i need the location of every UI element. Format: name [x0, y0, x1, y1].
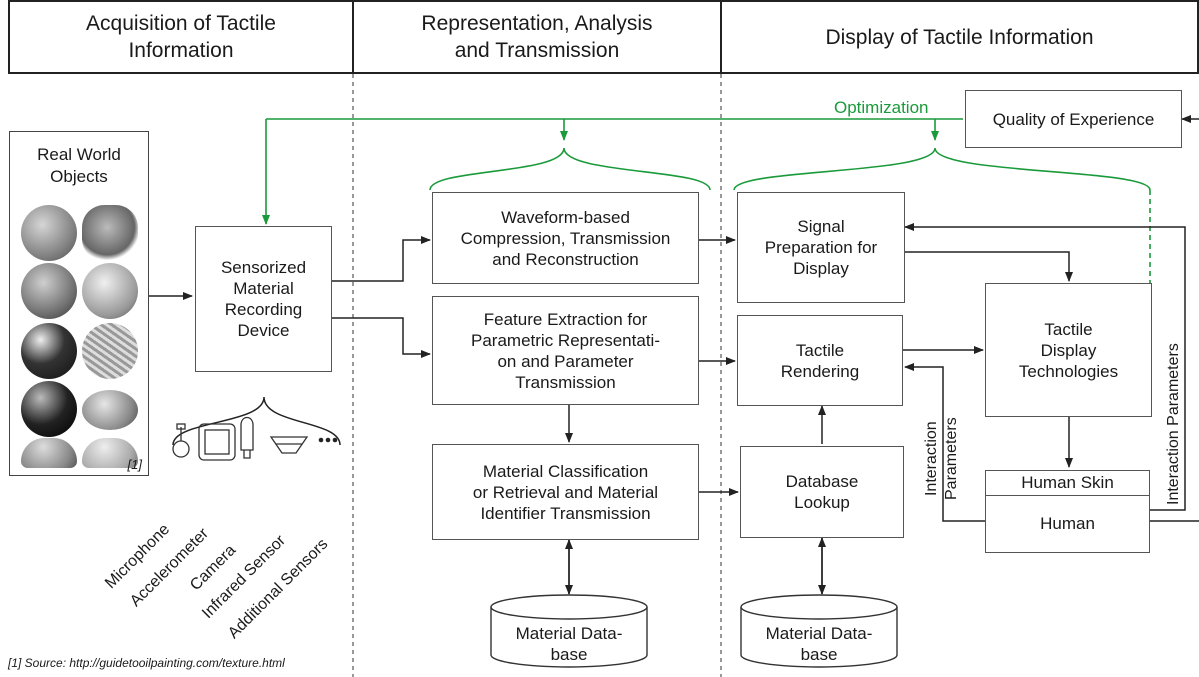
header-display: Display of Tactile Information	[720, 0, 1199, 74]
signal-preparation-box: Signal Preparation for Display	[737, 192, 905, 303]
texture-sphere-image	[21, 323, 77, 379]
texture-stone-image	[82, 438, 138, 468]
quality-of-experience-box: Quality of Experience	[965, 90, 1182, 148]
interaction-parameters-right-label: Interaction Parameters	[1165, 343, 1182, 505]
material-database-right: Material Data- base	[765, 624, 873, 664]
header-acquisition: Acquisition of Tactile Information	[8, 0, 354, 74]
texture-golfball-image	[82, 263, 138, 319]
optimization-label: Optimization	[834, 98, 929, 117]
database-lookup-box: Database Lookup	[740, 446, 904, 538]
human-box: Human Skin Human	[985, 470, 1150, 553]
header-representation: Representation, Analysis and Transmissio…	[352, 0, 722, 74]
sensorized-recording-device-box: Sensorized Material Recording Device	[195, 226, 332, 372]
tactile-display-technologies-box: Tactile Display Technologies	[985, 283, 1152, 417]
tactile-rendering-box: Tactile Rendering	[737, 315, 903, 406]
waveform-compression-box: Waveform-based Compression, Transmission…	[432, 192, 699, 284]
material-database-left: Material Data- base	[515, 624, 623, 664]
feature-extraction-box: Feature Extraction for Parametric Repres…	[432, 296, 699, 405]
texture-sphere-image	[21, 205, 77, 261]
real-world-title: Real World Objects	[37, 145, 121, 186]
interaction-parameters-left-label: Interaction Parameters	[923, 417, 960, 500]
material-classification-box: Material Classification or Retrieval and…	[432, 444, 699, 540]
texture-egg-image	[82, 390, 138, 430]
human-skin-label: Human Skin	[986, 471, 1149, 496]
texture-sphere-image	[21, 381, 77, 437]
texture-glass-image	[21, 438, 77, 468]
texture-tree-image	[82, 205, 138, 261]
image-reference: [1]	[127, 457, 142, 472]
real-world-objects-panel: Real World Objects [1]	[9, 131, 149, 476]
human-label: Human	[1040, 514, 1095, 533]
texture-woven-image	[82, 323, 138, 379]
texture-sphere-image	[21, 263, 77, 319]
image-source-note: [1] Source: http://guidetooilpainting.co…	[8, 656, 285, 670]
